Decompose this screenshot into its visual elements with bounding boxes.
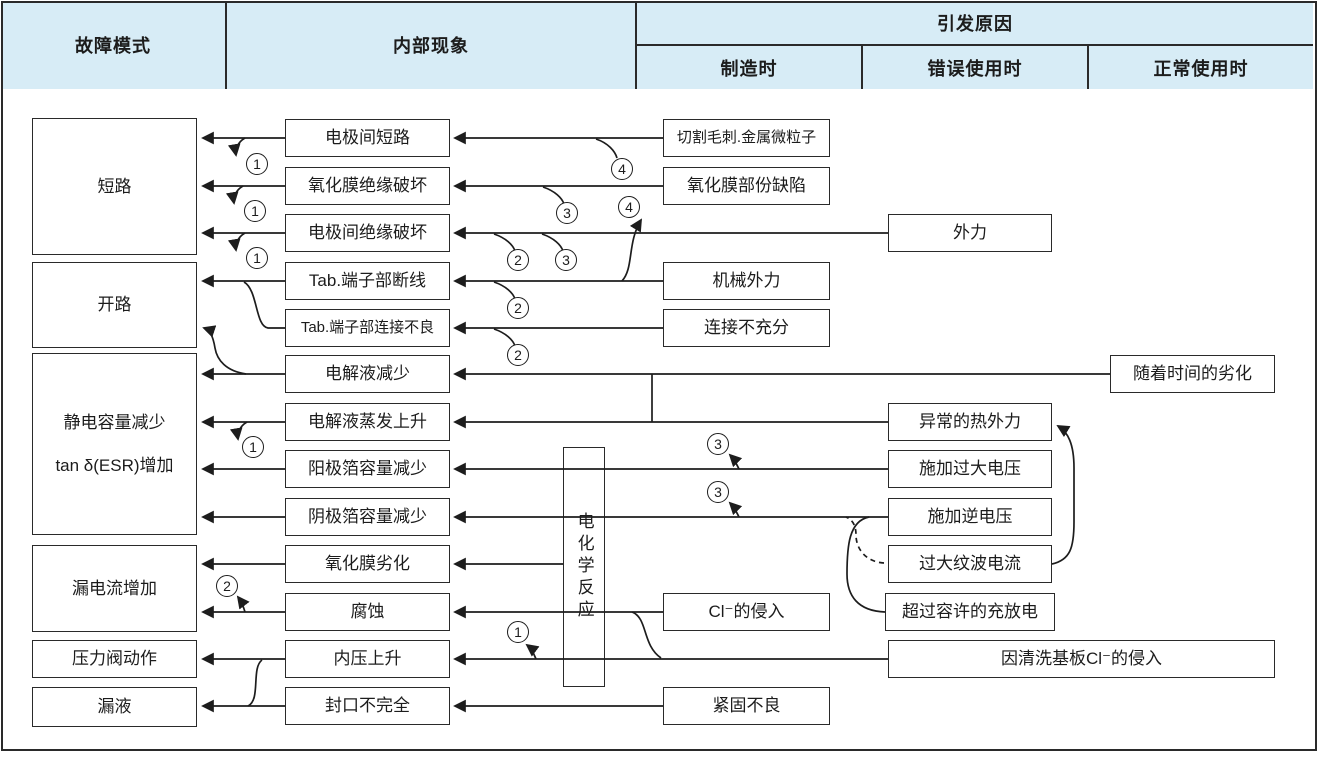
phenomenon-incomplete-sealing: 封口不完全 bbox=[285, 687, 450, 725]
marker-3-circle: 3 bbox=[707, 433, 729, 455]
phenomenon-anode-foil-capacity-decrease: 阳极箔容量减少 bbox=[285, 450, 450, 488]
electrochemical-reaction-label: 电化学反应 bbox=[574, 512, 594, 622]
phenomenon-oxide-film-insulation-breakdown: 氧化膜绝缘破坏 bbox=[285, 167, 450, 205]
marker-2-circle: 2 bbox=[507, 297, 529, 319]
header-trigger-cause-group: 引发原因 制造时 错误使用时 正常使用时 bbox=[637, 1, 1313, 89]
failure-capacitance-esr: 静电容量减少 tan δ(ESR)增加 bbox=[32, 353, 197, 535]
marker-1-circle: 1 bbox=[246, 153, 268, 175]
cause-excessive-ripple-current: 过大纹波电流 bbox=[888, 545, 1052, 583]
header-at-normal-use: 正常使用时 bbox=[1153, 58, 1249, 79]
phenomenon-electrode-short: 电极间短路 bbox=[285, 119, 450, 157]
phenomenon-electrochemical-reaction: 电化学反应 bbox=[563, 447, 605, 687]
cause-cutting-burr-metal-particles: 切割毛刺.金属微粒子 bbox=[663, 119, 830, 157]
cause-cl-intrusion: Cl⁻的侵入 bbox=[663, 593, 830, 631]
failure-capacitance-decrease: 静电容量减少 bbox=[63, 412, 166, 432]
phenomenon-tab-terminal-break: Tab.端子部断线 bbox=[285, 262, 450, 300]
cause-mechanical-force: 机械外力 bbox=[663, 262, 830, 300]
phenomenon-tab-terminal-poor-connection: Tab.端子部连接不良 bbox=[285, 309, 450, 347]
cause-external-force: 外力 bbox=[888, 214, 1052, 252]
marker-4-circle: 4 bbox=[611, 158, 633, 180]
failure-liquid-leakage: 漏液 bbox=[32, 687, 197, 727]
header-at-manufacturing: 制造时 bbox=[637, 46, 863, 89]
header-cause-subrow: 制造时 错误使用时 正常使用时 bbox=[637, 46, 1313, 89]
cause-poor-tightening: 紧固不良 bbox=[663, 687, 830, 725]
marker-1-circle: 1 bbox=[507, 621, 529, 643]
cause-excessive-voltage: 施加过大电压 bbox=[888, 450, 1052, 488]
marker-1-circle: 1 bbox=[244, 200, 266, 222]
marker-2-circle: 2 bbox=[507, 249, 529, 271]
marker-3-circle: 3 bbox=[556, 202, 578, 224]
marker-4-circle: 4 bbox=[618, 196, 640, 218]
marker-3-circle: 3 bbox=[707, 481, 729, 503]
phenomenon-cathode-foil-capacity-decrease: 阴极箔容量减少 bbox=[285, 498, 450, 536]
phenomenon-internal-pressure-rise: 内压上升 bbox=[285, 640, 450, 678]
phenomenon-electrolyte-decrease: 电解液减少 bbox=[285, 355, 450, 393]
failure-leakage-current-increase: 漏电流增加 bbox=[32, 545, 197, 632]
cause-charge-discharge-over-allowance: 超过容许的充放电 bbox=[885, 593, 1055, 631]
marker-1-circle: 1 bbox=[246, 247, 268, 269]
marker-2-circle: 2 bbox=[216, 575, 238, 597]
header-internal-phenomenon: 内部现象 bbox=[227, 1, 637, 89]
cause-insufficient-connection: 连接不充分 bbox=[663, 309, 830, 347]
phenomenon-electrolyte-evaporation-rise: 电解液蒸发上升 bbox=[285, 403, 450, 441]
failure-short-circuit: 短路 bbox=[32, 118, 197, 255]
cause-oxide-film-partial-defect: 氧化膜部份缺陷 bbox=[663, 167, 830, 205]
header-trigger-cause: 引发原因 bbox=[637, 1, 1313, 46]
header-table: 故障模式 内部现象 引发原因 制造时 错误使用时 正常使用时 bbox=[1, 1, 1313, 89]
cause-aging-over-time: 随着时间的劣化 bbox=[1110, 355, 1275, 393]
phenomenon-corrosion: 腐蚀 bbox=[285, 593, 450, 631]
cause-cl-intrusion-from-board-cleaning: 因清洗基板Cl⁻的侵入 bbox=[888, 640, 1275, 678]
marker-1-circle: 1 bbox=[242, 436, 264, 458]
header-failure-mode: 故障模式 bbox=[1, 1, 227, 89]
failure-open-circuit: 开路 bbox=[32, 262, 197, 348]
phenomenon-electrode-insulation-breakdown: 电极间绝缘破坏 bbox=[285, 214, 450, 252]
header-at-misuse: 错误使用时 bbox=[863, 46, 1089, 89]
cause-reverse-voltage: 施加逆电压 bbox=[888, 498, 1052, 536]
marker-3-circle: 3 bbox=[555, 249, 577, 271]
marker-2-circle: 2 bbox=[507, 344, 529, 366]
failure-esr-increase: tan δ(ESR)增加 bbox=[55, 456, 174, 475]
phenomenon-oxide-film-degradation: 氧化膜劣化 bbox=[285, 545, 450, 583]
failure-pressure-valve-operation: 压力阀动作 bbox=[32, 640, 197, 678]
cause-abnormal-thermal-stress: 异常的热外力 bbox=[888, 403, 1052, 441]
